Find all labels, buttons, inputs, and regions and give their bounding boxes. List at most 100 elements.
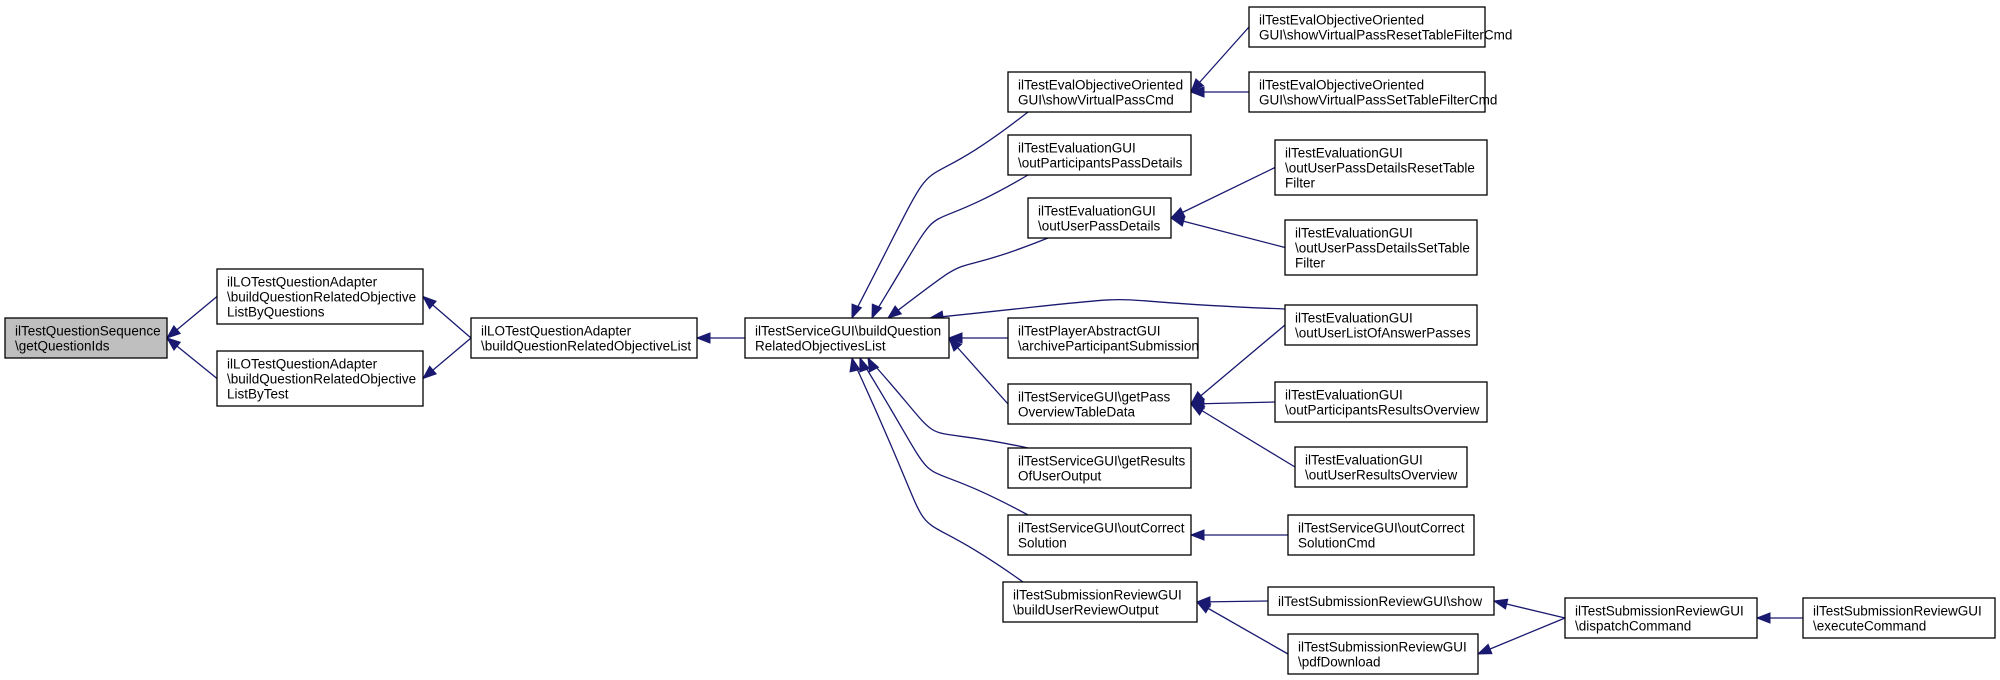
arrowhead: [1190, 78, 1205, 94]
edge-n16-to-n7: [1170, 217, 1286, 249]
node-label-line: ilTestServiceGUI\getPass: [1018, 390, 1171, 405]
node-label-line: ilLOTestQuestionAdapter: [227, 357, 378, 372]
graph-node-n18[interactable]: ilTestEvaluationGUI\outParticipantsResul…: [1274, 381, 1488, 423]
graph-node-n13[interactable]: ilTestEvalObjectiveOrientedGUI\showVirtu…: [1248, 6, 1512, 48]
arrowhead: [859, 356, 871, 373]
node-label-line: ilTestEvaluationGUI: [1285, 388, 1403, 403]
node-label-line: \pdfDownload: [1298, 655, 1381, 670]
node-label-line: ilTestEvalObjectiveOriented: [1259, 78, 1424, 93]
graph-node-n15[interactable]: ilTestEvaluationGUI\outUserPassDetailsRe…: [1274, 139, 1488, 196]
node-label-line: ilTestEvalObjectiveOriented: [1018, 78, 1183, 93]
edge-n17-to-n9: [1190, 324, 1286, 405]
node-label-line: ilTestEvaluationGUI: [1018, 141, 1136, 156]
node-box: [1284, 304, 1478, 346]
graph-node-n23[interactable]: ilTestSubmissionReviewGUI\dispatchComman…: [1564, 597, 1758, 639]
graph-node-n5[interactable]: ilTestEvalObjectiveOrientedGUI\showVirtu…: [1007, 71, 1192, 113]
edge-n5-to-n4: [851, 111, 1029, 319]
arrowhead: [849, 356, 861, 373]
arrowhead: [871, 303, 883, 320]
edge-n18-to-n9: [1190, 401, 1276, 405]
node-label-line: \outUserPassDetails: [1038, 219, 1161, 234]
node-label-line: ilTestQuestionSequence: [15, 324, 161, 339]
arrowhead: [948, 336, 963, 352]
node-box: [1802, 597, 1996, 639]
arrowhead: [1492, 598, 1509, 610]
arrowhead: [886, 305, 903, 319]
node-label-line: Solution: [1018, 536, 1067, 551]
node-label-line: ilTestServiceGUI\outCorrect: [1298, 521, 1465, 536]
graph-node-n16[interactable]: ilTestEvaluationGUI\outUserPassDetailsSe…: [1284, 219, 1478, 276]
node-label-line: ilTestSubmissionReviewGUI: [1813, 604, 1982, 619]
node-box: [1267, 586, 1495, 616]
node-label-line: ilTestSubmissionReviewGUI: [1013, 588, 1182, 603]
edge-n11-to-n4: [859, 357, 1029, 516]
node-label-line: OverviewTableData: [1018, 405, 1136, 420]
node-label-line: GUI\showVirtualPassResetTableFilterCmd: [1259, 28, 1512, 43]
edge-n19-to-n9: [1190, 403, 1296, 468]
node-label-line: \outUserPassDetailsResetTable: [1285, 161, 1475, 176]
edge-n9-to-n4: [948, 337, 1009, 405]
edge-n12-to-n4: [851, 357, 1024, 583]
node-box: [470, 317, 698, 359]
graph-node-n7[interactable]: ilTestEvaluationGUI\outUserPassDetails: [1027, 197, 1172, 239]
node-label-line: ilLOTestQuestionAdapter: [481, 324, 632, 339]
node-label-line: ilTestEvaluationGUI: [1038, 204, 1156, 219]
graph-node-n12[interactable]: ilTestSubmissionReviewGUI\buildUserRevie…: [1002, 581, 1198, 623]
graph-node-n24[interactable]: ilTestSubmissionReviewGUI\executeCommand: [1802, 597, 1996, 639]
node-label-line: ListByTest: [227, 387, 289, 402]
node-label-line: SolutionCmd: [1298, 536, 1375, 551]
node-box: [1248, 6, 1486, 48]
arrowhead: [867, 356, 880, 373]
node-label-line: GUI\showVirtualPassCmd: [1018, 93, 1174, 108]
node-label-line: \dispatchCommand: [1575, 619, 1691, 634]
edge-n17-to-n4: [929, 298, 1286, 319]
node-label-line: \outUserResultsOverview: [1305, 468, 1458, 483]
node-box: [1274, 381, 1488, 423]
edges-layer: [165, 26, 1803, 655]
edge-n7-to-n4: [887, 237, 1049, 319]
arrowhead: [165, 324, 182, 339]
graph-node-n17[interactable]: ilTestEvaluationGUI\outUserListOfAnswerP…: [1284, 304, 1478, 346]
edge-n13-to-n5: [1190, 26, 1250, 93]
edge-n15-to-n7: [1170, 166, 1276, 219]
node-label-line: ilTestServiceGUI\buildQuestion: [755, 324, 941, 339]
arrowhead: [165, 337, 182, 351]
node-label-line: \archiveParticipantSubmission: [1018, 339, 1199, 354]
arrowhead: [1476, 643, 1493, 655]
graph-node-n21[interactable]: ilTestSubmissionReviewGUI\show: [1267, 586, 1495, 616]
graph-node-n19[interactable]: ilTestEvaluationGUI\outUserResultsOvervi…: [1294, 446, 1468, 488]
node-label-line: \buildQuestionRelatedObjectiveList: [481, 339, 691, 354]
arrowhead: [1755, 612, 1771, 624]
graph-node-n22[interactable]: ilTestSubmissionReviewGUI\pdfDownload: [1287, 633, 1479, 675]
node-label-line: ilTestEvalObjectiveOriented: [1259, 13, 1424, 28]
node-label-line: \outUserListOfAnswerPasses: [1295, 326, 1471, 341]
graph-node-n4[interactable]: ilTestServiceGUI\buildQuestionRelatedObj…: [744, 317, 950, 359]
node-label-line: ilTestEvaluationGUI: [1295, 226, 1413, 241]
graph-node-n3[interactable]: ilLOTestQuestionAdapter\buildQuestionRel…: [470, 317, 698, 359]
graph-node-n2[interactable]: ilLOTestQuestionAdapter\buildQuestionRel…: [216, 350, 424, 407]
node-box: [216, 350, 424, 407]
node-label-line: GUI\showVirtualPassSetTableFilterCmd: [1259, 93, 1497, 108]
graph-node-n9[interactable]: ilTestServiceGUI\getPassOverviewTableDat…: [1007, 383, 1192, 425]
arrowhead: [695, 332, 711, 344]
graph-node-n1[interactable]: ilLOTestQuestionAdapter\buildQuestionRel…: [216, 268, 424, 325]
node-label-line: ilTestSubmissionReviewGUI: [1575, 604, 1744, 619]
graph-node-n14[interactable]: ilTestEvalObjectiveOrientedGUI\showVirtu…: [1248, 71, 1497, 113]
graph-node-n6[interactable]: ilTestEvaluationGUI\outParticipantsPassD…: [1007, 134, 1192, 176]
graph-node-n0[interactable]: ilTestQuestionSequence\getQuestionIds: [4, 317, 168, 359]
node-label-line: \executeCommand: [1813, 619, 1926, 634]
graph-node-n8[interactable]: ilTestPlayerAbstractGUI\archiveParticipa…: [1007, 317, 1199, 359]
node-box: [1007, 134, 1192, 176]
node-box: [1248, 71, 1486, 113]
node-label-line: ilTestEvaluationGUI: [1305, 453, 1423, 468]
node-label-line: \outParticipantsPassDetails: [1018, 156, 1183, 171]
node-box: [1294, 446, 1468, 488]
node-box: [1007, 317, 1199, 359]
arrowhead: [421, 295, 437, 310]
node-label-line: \getQuestionIds: [15, 339, 110, 354]
node-label-line: ilTestSubmissionReviewGUI: [1298, 640, 1467, 655]
